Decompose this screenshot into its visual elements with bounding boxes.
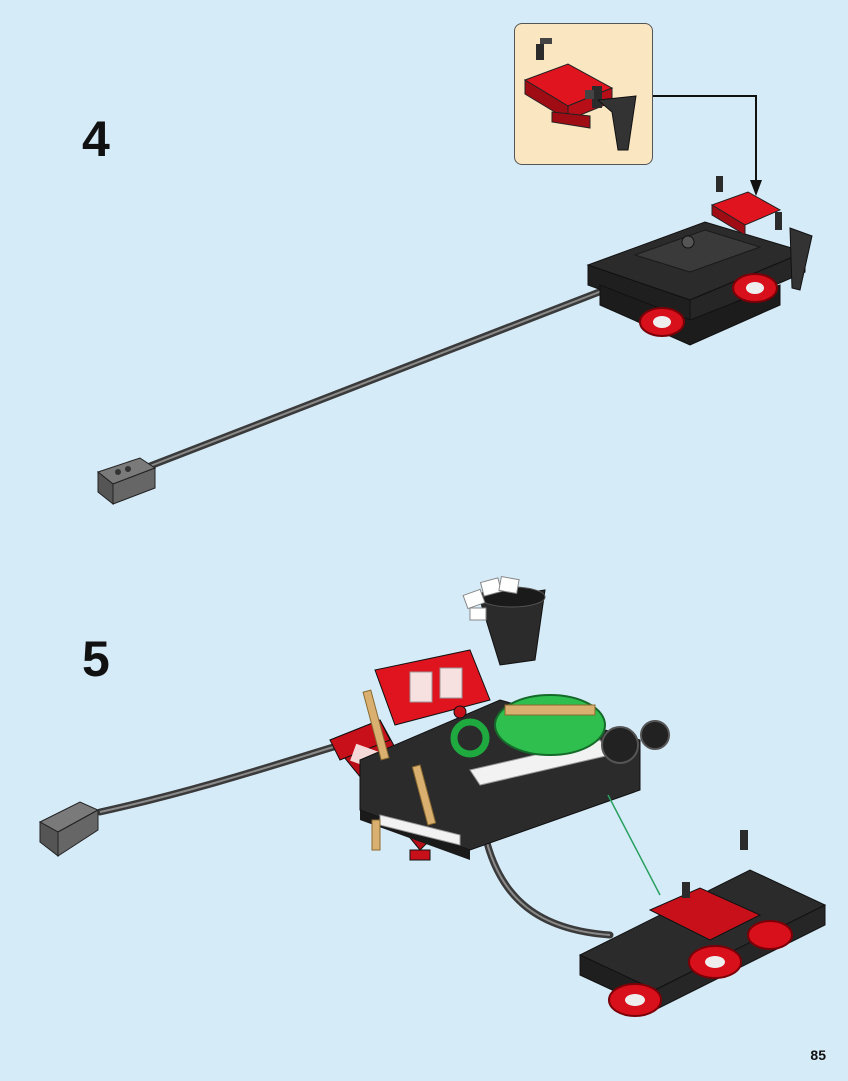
page-number: 85 bbox=[810, 1047, 826, 1063]
power-cable-illustration bbox=[96, 741, 614, 939]
step-number-5: 5 bbox=[82, 631, 110, 687]
step-number-4: 4 bbox=[82, 111, 110, 167]
attachment-guide-line bbox=[607, 794, 661, 896]
callout-sub-assembly-icon bbox=[523, 38, 637, 151]
connector-plug-step5 bbox=[38, 801, 100, 858]
train-chassis-illustration bbox=[146, 176, 813, 470]
callout-arrow bbox=[653, 95, 762, 196]
connector-plug-step4 bbox=[96, 457, 157, 506]
train-chassis-step5 bbox=[578, 830, 827, 1017]
locomotive-body-illustration bbox=[329, 575, 670, 861]
